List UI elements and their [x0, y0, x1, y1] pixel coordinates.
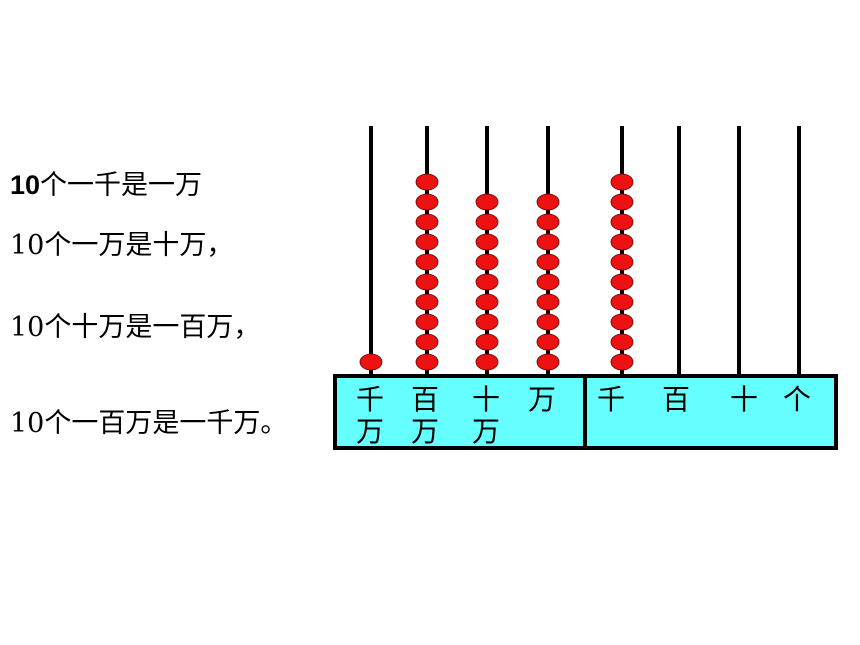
abacus-bead: [536, 213, 560, 231]
statement-4-number: 10: [10, 408, 45, 439]
abacus-bead: [610, 173, 634, 191]
place-label: 万: [528, 383, 557, 416]
place-label: 个: [783, 383, 812, 416]
abacus-bead: [415, 253, 439, 271]
abacus-bead: [415, 353, 439, 371]
abacus-bead: [610, 333, 634, 351]
place-label: 十: [730, 383, 759, 416]
statement-3: 10个十万是一百万，: [10, 314, 260, 341]
abacus-bead: [415, 213, 439, 231]
abacus-bead: [359, 353, 383, 371]
abacus-bead: [415, 173, 439, 191]
statement-4: 10个一百万是一千万。: [10, 410, 287, 437]
abacus-bead: [475, 233, 499, 251]
abacus-bead: [610, 353, 634, 371]
statement-2-text: 个一万是十万，: [44, 230, 234, 261]
abacus-bead: [536, 233, 560, 251]
abacus-bead: [475, 193, 499, 211]
abacus-bead: [610, 213, 634, 231]
abacus-bead: [475, 273, 499, 291]
abacus-bead: [610, 293, 634, 311]
abacus-bead: [475, 293, 499, 311]
statement-3-number: 10: [10, 312, 45, 343]
abacus-bead: [536, 353, 560, 371]
statement-3-text: 个十万是一百万，: [44, 312, 261, 343]
abacus-bead: [536, 273, 560, 291]
statement-2: 10个一万是十万，: [10, 232, 233, 259]
abacus-bead: [475, 333, 499, 351]
place-label: 百: [411, 383, 440, 416]
abacus-bead: [475, 213, 499, 231]
abacus-bead: [536, 333, 560, 351]
abacus-bead: [415, 333, 439, 351]
abacus-bead: [415, 273, 439, 291]
abacus-bead: [415, 233, 439, 251]
abacus-bead: [475, 313, 499, 331]
abacus-bead: [475, 253, 499, 271]
abacus-bead: [610, 253, 634, 271]
abacus-bead: [415, 293, 439, 311]
abacus-bead: [610, 273, 634, 291]
statement-1-number: 10: [10, 170, 41, 200]
place-label: 千: [597, 383, 626, 416]
place-label-suffix: 万: [472, 415, 501, 448]
abacus-bead: [536, 313, 560, 331]
abacus-bead: [475, 353, 499, 371]
place-label-suffix: 万: [411, 415, 440, 448]
abacus-beads: [359, 173, 634, 371]
abacus-bead: [536, 253, 560, 271]
abacus-bead: [415, 313, 439, 331]
place-label-suffix: 万: [356, 415, 385, 448]
abacus-bead: [536, 293, 560, 311]
statement-2-number: 10: [10, 230, 45, 261]
place-label: 百: [662, 383, 691, 416]
abacus-bead: [536, 193, 560, 211]
abacus-bead: [610, 193, 634, 211]
statement-1-text: 个一千是一万: [40, 170, 203, 201]
abacus-bead: [415, 193, 439, 211]
place-label: 千: [356, 383, 385, 416]
abacus-bead: [610, 233, 634, 251]
place-label: 十: [472, 383, 501, 416]
statement-4-text: 个一百万是一千万。: [44, 408, 288, 439]
statement-1: 10个一千是一万: [10, 170, 203, 201]
abacus-bead: [610, 313, 634, 331]
